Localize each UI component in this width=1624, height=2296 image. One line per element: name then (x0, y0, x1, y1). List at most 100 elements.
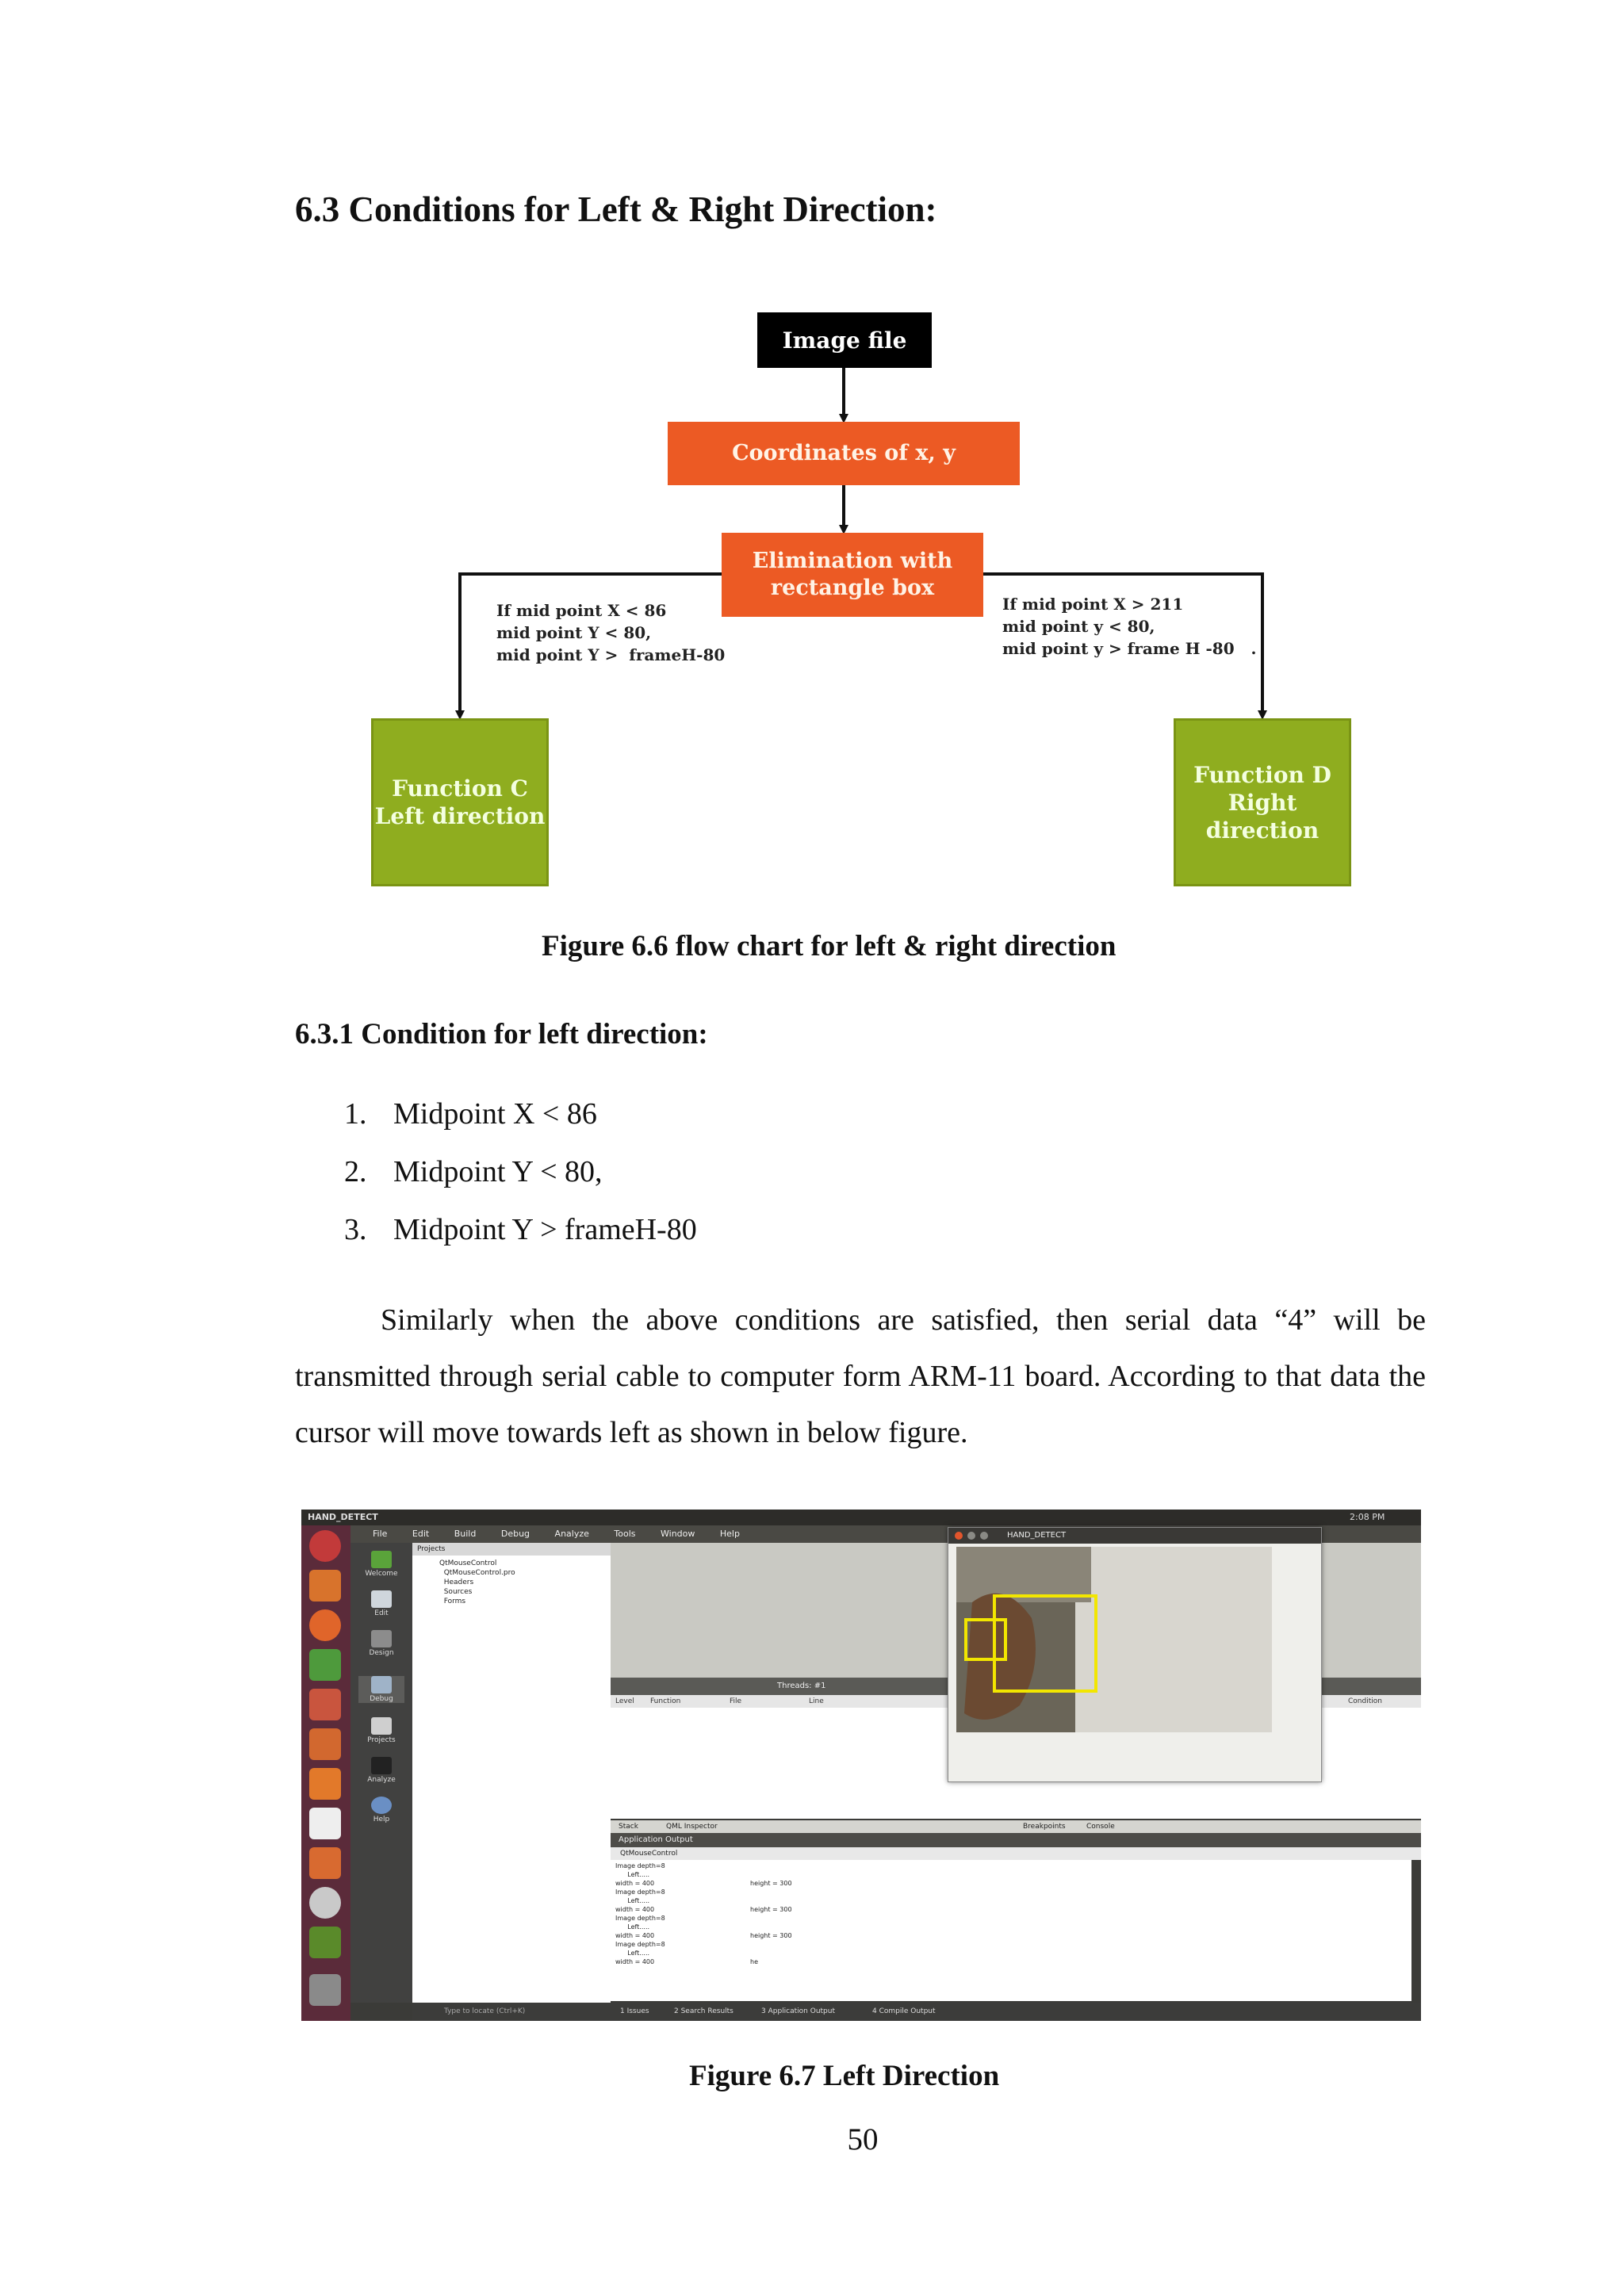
elimination-line-2: rectangle box (770, 576, 935, 600)
col-line: Line (809, 1697, 824, 1705)
menu-help[interactable]: Help (719, 1529, 740, 1539)
files-icon[interactable] (309, 1570, 341, 1601)
close-icon[interactable] (955, 1532, 963, 1540)
arrow-elim-to-right (983, 572, 1267, 720)
project-tree-pane: Projects QtMouseControl QtMouseControl.p… (412, 1543, 611, 2003)
fingertip-box (964, 1618, 1007, 1661)
col-condition: Condition (1348, 1697, 1382, 1705)
popup-titlebar: HAND_DETECT (948, 1528, 1321, 1544)
qt-creator-icon[interactable] (309, 1927, 341, 1958)
popup-title: HAND_DETECT (1007, 1531, 1067, 1540)
output-line: Left..... (615, 1950, 650, 1957)
output-line: Left..... (615, 1871, 650, 1878)
col-level: Level (615, 1697, 634, 1705)
function-c-line-1: Function C (392, 775, 528, 802)
col-function: Function (650, 1697, 681, 1705)
elimination-box: Elimination with rectangle box (722, 533, 983, 617)
page-number: 50 (847, 2122, 879, 2156)
arrow-elim-to-left (455, 572, 722, 720)
output-line: Image depth=8 (615, 1862, 665, 1869)
left-condition-text: If mid point X < 86 mid point Y < 80, mi… (496, 601, 726, 664)
menu-tools[interactable]: Tools (614, 1529, 636, 1539)
project-pane-header: Projects (412, 1543, 611, 1556)
menu-build[interactable]: Build (454, 1529, 477, 1539)
mode-debug[interactable]: Debug (358, 1676, 404, 1703)
maximize-icon[interactable] (980, 1532, 988, 1540)
function-d-line-1: Function D (1193, 761, 1331, 788)
firefox-icon[interactable] (309, 1609, 341, 1641)
menu-file[interactable]: File (373, 1529, 388, 1539)
tab-breakpoints[interactable]: Breakpoints (1023, 1823, 1066, 1831)
output-line: Image depth=8 (615, 1941, 665, 1948)
function-c-line-2: Left direction (374, 803, 546, 829)
bottom-status-bar: Type to locate (Ctrl+K) 1 Issues 2 Searc… (412, 2003, 1421, 2021)
output-line: Left..... (615, 1897, 650, 1904)
mode-help[interactable]: Help (358, 1797, 404, 1823)
system-top-bar: HAND_DETECT 2:08 PM (301, 1510, 1421, 1525)
flowchart: Image file Coordinates of x, y Eliminati… (0, 0, 1624, 904)
mode-welcome[interactable]: Welcome (358, 1551, 404, 1578)
software-center-icon[interactable] (309, 1728, 341, 1760)
workspace-icon[interactable] (309, 1974, 341, 2006)
list-item: 3.Midpoint Y > frameH-80 (344, 1213, 697, 1246)
hand-box (993, 1594, 1097, 1693)
tab-console[interactable]: Console (1086, 1823, 1115, 1831)
hand-detect-window: HAND_DETECT (948, 1527, 1322, 1782)
hand-shape (964, 1593, 1036, 1720)
col-file: File (730, 1697, 742, 1705)
condition-list: 1.Midpoint X < 86 2.Midpoint Y < 80, 3.M… (344, 1090, 697, 1264)
mode-analyze[interactable]: Analyze (358, 1757, 404, 1784)
coordinates-box: Coordinates of x, y (668, 422, 1020, 485)
amazon-icon[interactable] (309, 1808, 341, 1839)
list-item: 2.Midpoint Y < 80, (344, 1155, 603, 1188)
mode-selector: Welcome Edit Design Debug Projects Analy… (350, 1543, 412, 2003)
qt-creator-screenshot: HAND_DETECT 2:08 PM File Edit Build Debu… (301, 1510, 1421, 2021)
output-line: Left..... (615, 1923, 650, 1931)
tab-application-output[interactable]: 3 Application Output (761, 2007, 835, 2015)
ubuntu-one-icon[interactable] (309, 1768, 341, 1800)
tab-stack[interactable]: Stack (619, 1823, 638, 1831)
calc-icon[interactable] (309, 1649, 341, 1681)
output-line: Image depth=8 (615, 1888, 665, 1896)
output-line: Image depth=8 (615, 1915, 665, 1922)
menu-window[interactable]: Window (661, 1529, 695, 1539)
impress-icon[interactable] (309, 1689, 341, 1720)
window-title: HAND_DETECT (308, 1512, 378, 1522)
flowchart-connectors (455, 368, 1267, 720)
dash-icon[interactable] (309, 1530, 341, 1562)
tab-compile-output[interactable]: 4 Compile Output (872, 2007, 936, 2015)
minimize-icon[interactable] (967, 1532, 975, 1540)
function-d-box: Function D Right direction (1174, 718, 1351, 886)
menu-edit[interactable]: Edit (412, 1529, 430, 1539)
mode-projects[interactable]: Projects (358, 1717, 404, 1744)
clock: 2:08 PM (1350, 1512, 1385, 1522)
settings-icon[interactable] (309, 1887, 341, 1919)
right-condition-text: If mid point X > 211 mid point y < 80, m… (1002, 595, 1257, 658)
function-d-line-2: Right (1228, 789, 1297, 816)
tab-qml-inspector[interactable]: QML Inspector (666, 1823, 718, 1831)
project-tree[interactable]: QtMouseControl QtMouseControl.pro Header… (439, 1559, 515, 1605)
ubuntu-one-music-icon[interactable] (309, 1847, 341, 1879)
unity-launcher (301, 1525, 350, 2021)
menu-analyze[interactable]: Analyze (554, 1529, 589, 1539)
tab-search-results[interactable]: 2 Search Results (674, 2007, 733, 2015)
thread-selector[interactable]: Threads: #1 (777, 1682, 826, 1690)
section-heading: 6.3 Conditions for Left & Right Directio… (295, 189, 937, 229)
image-file-box: Image file (757, 312, 932, 368)
list-item: 1.Midpoint X < 86 (344, 1097, 597, 1131)
locator-input[interactable]: Type to locate (Ctrl+K) (444, 2007, 526, 2015)
mode-edit[interactable]: Edit (358, 1590, 404, 1617)
menu-debug[interactable]: Debug (500, 1529, 530, 1539)
figure-6-7-caption: Figure 6.7 Left Direction (689, 2060, 1000, 2092)
mode-design[interactable]: Design (358, 1630, 404, 1657)
output-tab[interactable]: QtMouseControl (611, 1847, 1421, 1860)
figure-6-6-caption: Figure 6.6 flow chart for left & right d… (542, 930, 1116, 962)
camera-frame (956, 1547, 1272, 1732)
subsection-heading: 6.3.1 Condition for left direction: (295, 1018, 708, 1050)
tab-issues[interactable]: 1 Issues (620, 2007, 649, 2015)
